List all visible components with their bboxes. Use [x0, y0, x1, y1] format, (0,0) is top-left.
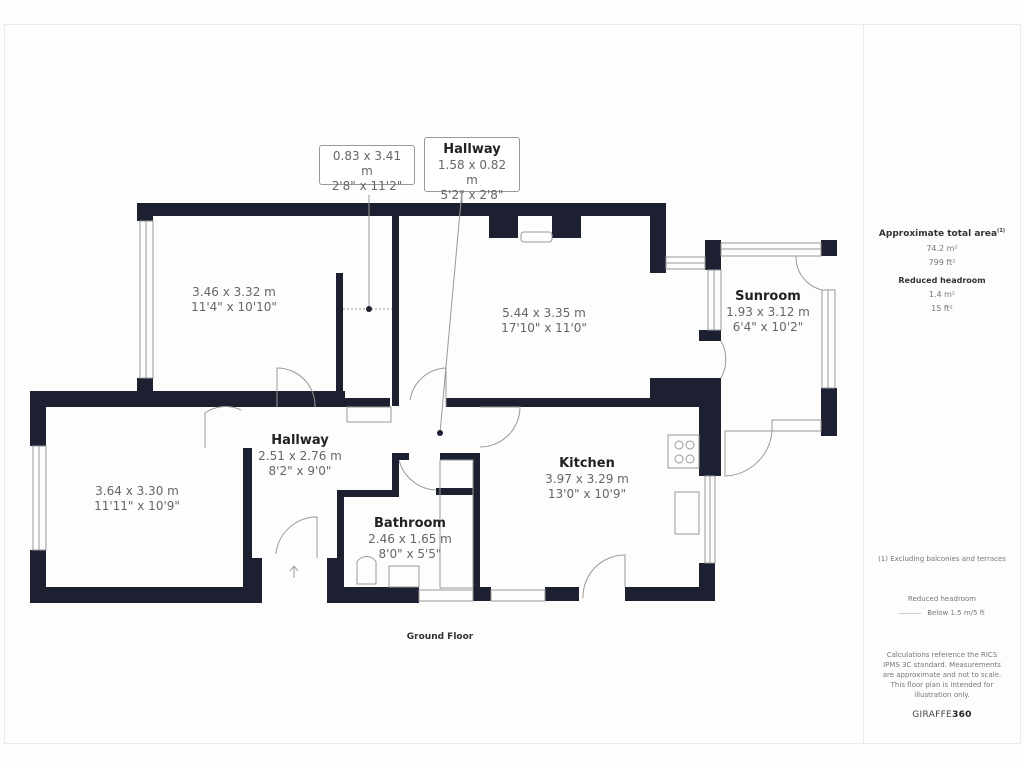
callout-cupboard: 0.83 x 3.41 m 2'8" x 11'2" — [319, 145, 415, 193]
room-living: 5.44 x 3.35 m 17'10" x 11'0" — [501, 306, 587, 335]
floor-plan-drawing — [30, 189, 837, 603]
footnote: (1) Excluding balconies and terraces — [878, 555, 1006, 563]
brand-logo: GIRAFFE360 — [912, 710, 972, 720]
room-bedroom1: 3.46 x 3.32 m 11'4" x 10'10" — [191, 285, 277, 314]
walls — [30, 203, 837, 603]
entrance-arrow-icon — [289, 565, 299, 578]
disclaimer-section: Calculations reference the RICS IPMS 3C … — [864, 634, 1020, 734]
floor-label: Ground Floor — [406, 632, 474, 642]
sidebar-divider — [863, 24, 864, 744]
area-summary: Approximate total area(1) 74.2 m² 799 ft… — [878, 228, 1006, 313]
room-kitchen: Kitchen 3.97 x 3.29 m 13'0" x 10'9" — [545, 456, 629, 501]
cupboard-marker — [366, 306, 372, 312]
room-hallway: Hallway 2.51 x 2.76 m 8'2" x 9'0" — [258, 433, 342, 478]
room-sunroom: Sunroom 1.93 x 3.12 m 6'4" x 10'2" — [726, 289, 810, 334]
hallway-marker — [437, 430, 443, 436]
callout-hallway: Hallway 1.58 x 0.82 m 5'2" x 2'8" — [424, 137, 520, 202]
room-bathroom: Bathroom 2.46 x 1.65 m 8'0" x 5'5" — [368, 516, 452, 561]
plan-frame — [4, 24, 1021, 744]
windows-doors — [32, 189, 836, 602]
reduced-headroom-line-icon — [899, 612, 922, 614]
legend: Reduced headroom Below 1.5 m/5 ft — [864, 579, 1020, 634]
room-bedroom2: 3.64 x 3.30 m 11'11" x 10'9" — [94, 484, 180, 513]
